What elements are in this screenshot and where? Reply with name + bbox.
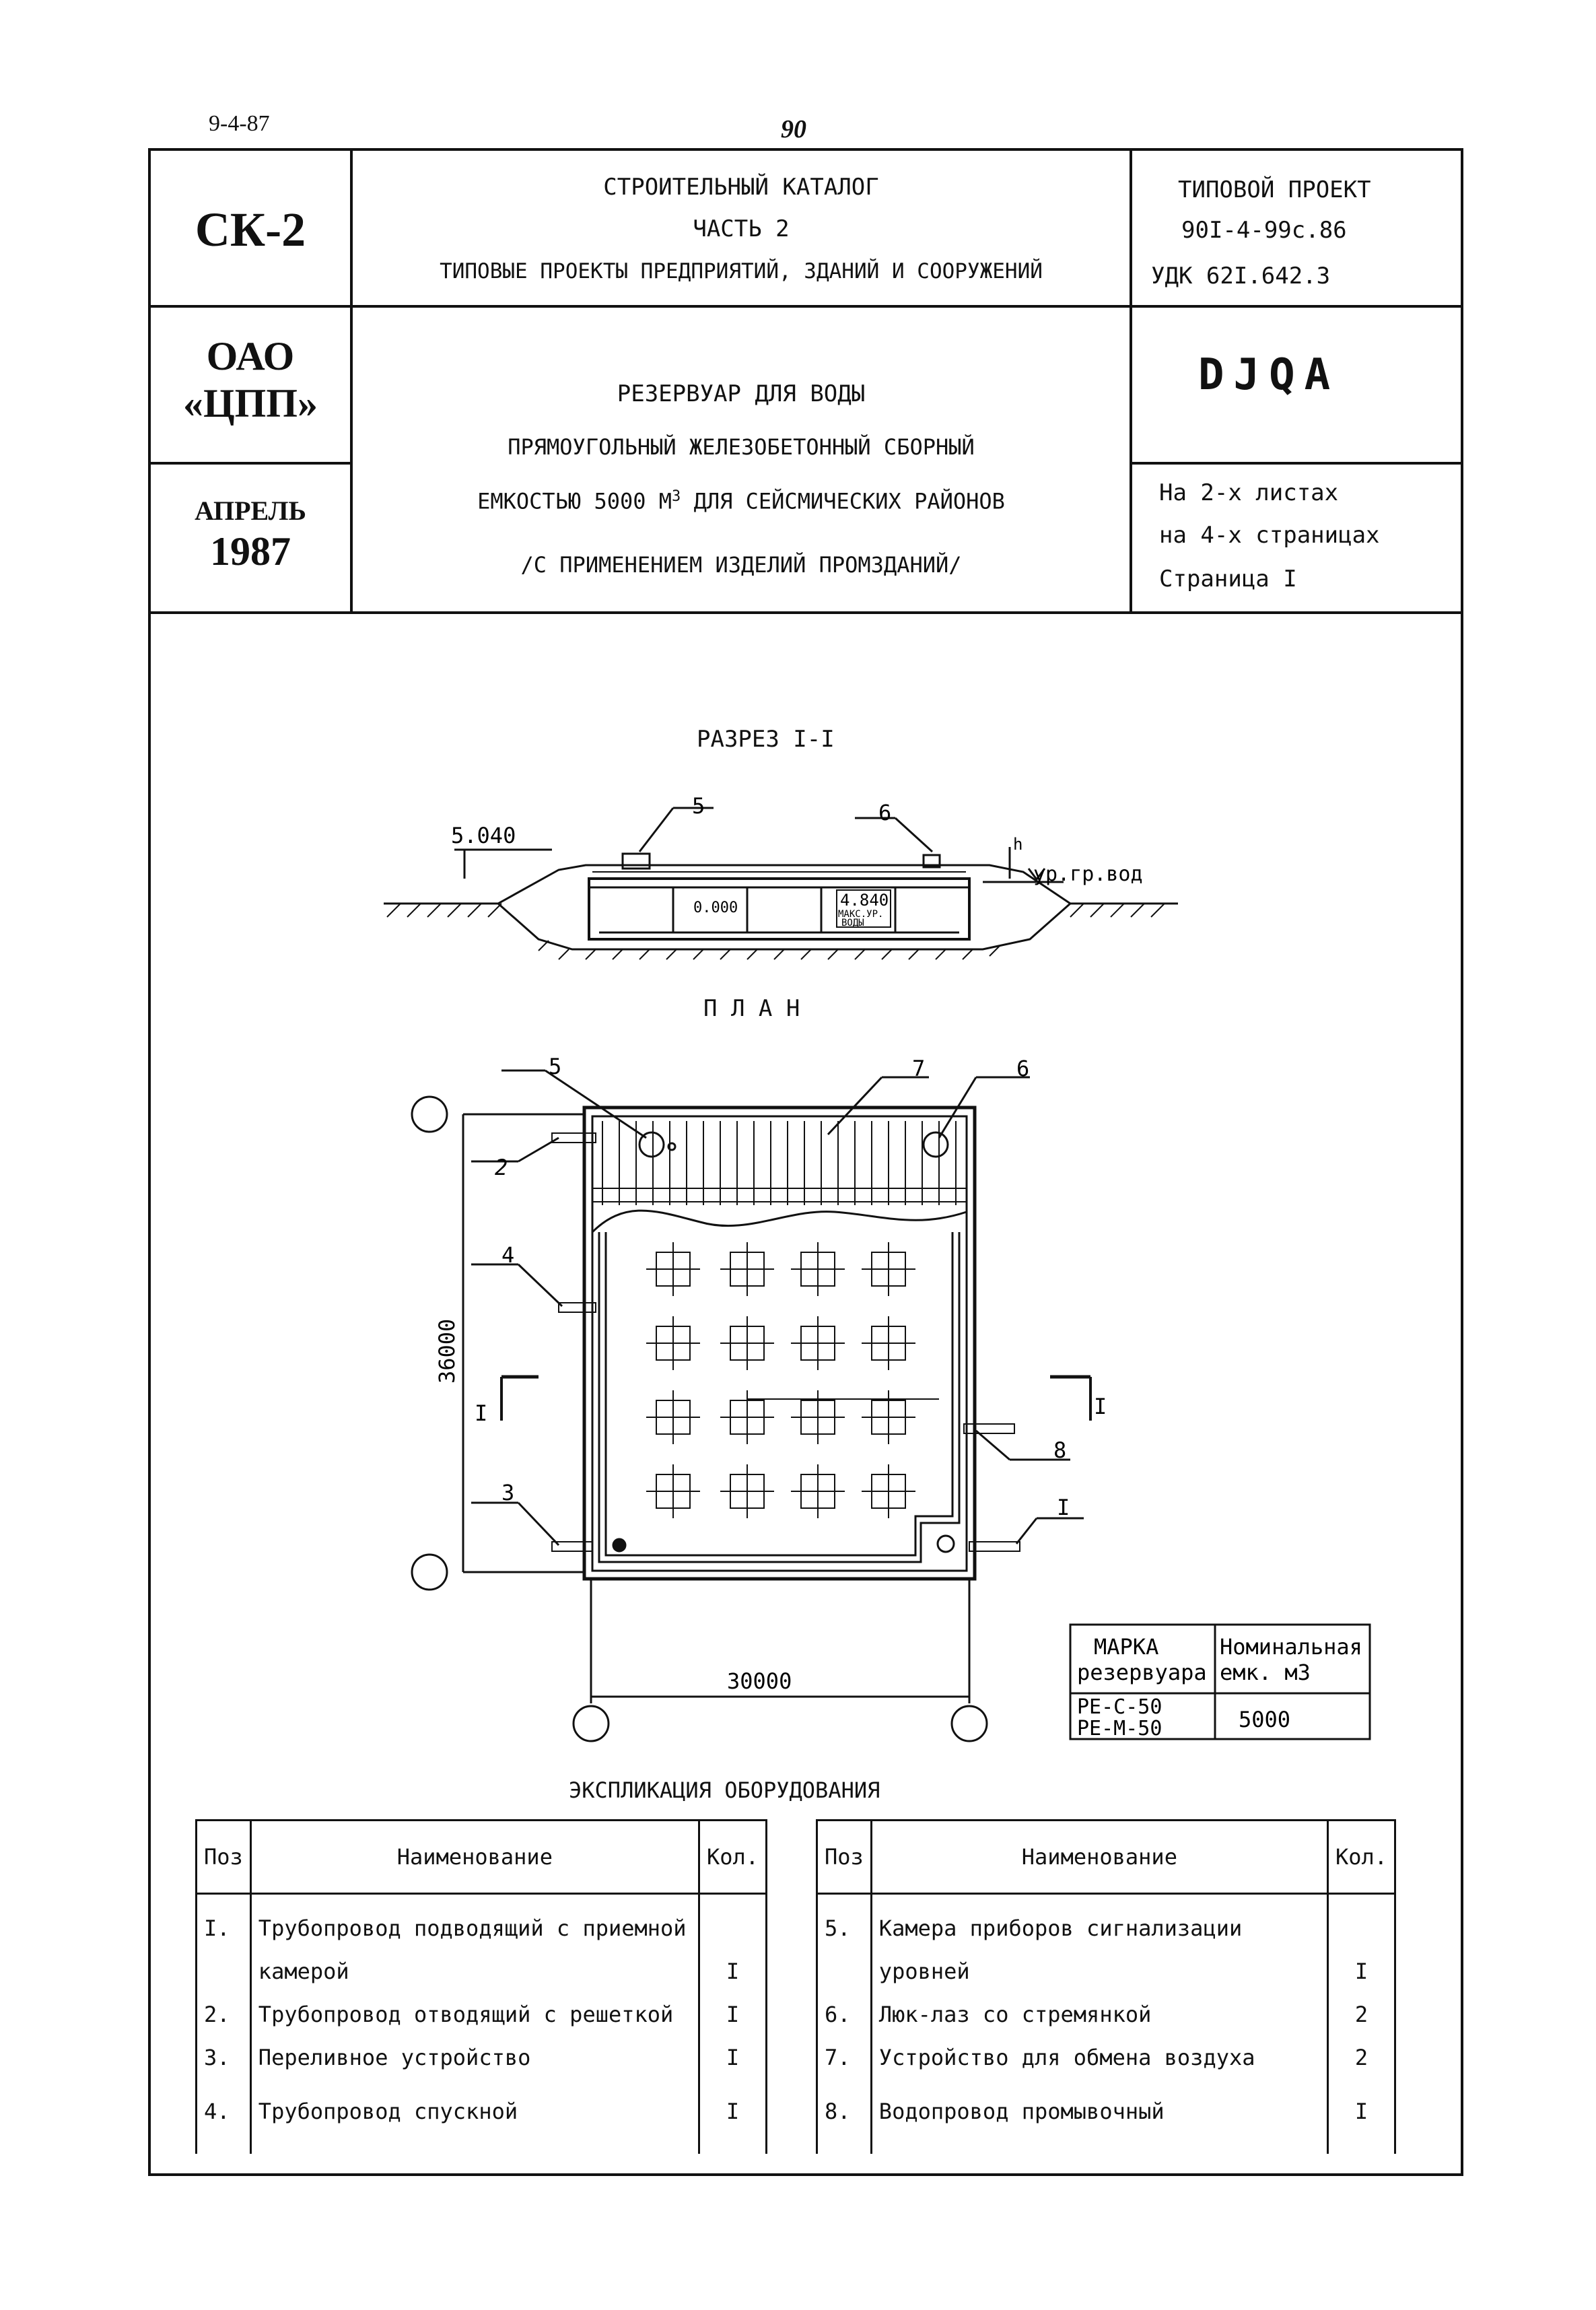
elev-max: 4.840 — [840, 891, 889, 910]
left-qty-4: I — [726, 2099, 740, 2124]
callout-3: 3 — [501, 1480, 514, 1505]
elev-max-note2: ВОДЫ — [841, 918, 864, 928]
callout-I-plan: I — [1057, 1495, 1070, 1520]
marks-row-col1-line2: РЕ-М-50 — [1077, 1717, 1162, 1740]
left-qty-3: I — [726, 2045, 740, 2070]
catalog-line3: ТИПОВЫЕ ПРОЕКТЫ ПРЕДПРИЯТИЙ, ЗДАНИЙ И СО… — [440, 259, 1043, 283]
right-name-5b: уровней — [878, 1959, 970, 1984]
page-number: 90 — [781, 115, 806, 143]
callout-8: 8 — [1053, 1437, 1066, 1463]
right-pos-8: 8. — [825, 2099, 851, 2124]
h-label: h — [1013, 835, 1022, 854]
callout-4: 4 — [501, 1242, 514, 1268]
object-name-line1: РЕЗЕРВУАР ДЛЯ ВОДЫ — [617, 380, 866, 407]
callout-5: 5 — [549, 1054, 561, 1079]
right-name-5a: Камера приборов сигнализации — [878, 1915, 1243, 1941]
left-qty-2: I — [726, 2002, 740, 2027]
right-name-column: Камера приборов сигнализации уровней Люк… — [870, 1893, 1329, 2154]
right-qty-5: I — [1354, 1959, 1368, 1984]
left-qty-column: I I I I — [697, 1893, 768, 2154]
stamp-code: DJQA — [1198, 350, 1340, 400]
marks-head-col2-line1: Номинальная — [1220, 1634, 1362, 1660]
right-pos-column: 5. 6. 7. 8. — [816, 1893, 872, 2154]
marks-head-col1-line2: резервуара — [1077, 1660, 1207, 1685]
left-name-4: Трубопровод спускной — [258, 2099, 518, 2124]
object-name-line3-b: ДЛЯ СЕЙСМИЧЕСКИХ РАЙОНОВ — [681, 488, 1005, 514]
head-pos-left: Поз — [195, 1819, 252, 1895]
org-line1: ОАО — [206, 334, 295, 378]
callout-6: 6 — [1016, 1056, 1029, 1081]
project-code: 90I-4-99с.86 — [1181, 217, 1347, 244]
callout-6-section: 6 — [878, 800, 891, 825]
head-pos-right: Поз — [816, 1819, 872, 1895]
left-name-2: Трубопровод отводящий с решеткой — [258, 2002, 674, 2027]
cubic-superscript: 3 — [672, 488, 681, 505]
right-pos-6: 6. — [825, 2002, 851, 2027]
catalog-line2: ЧАСТЬ 2 — [693, 215, 790, 242]
elev-zero: 0.000 — [693, 899, 738, 916]
elev-max-note1: МАКС.УР. — [838, 909, 883, 920]
head-name-right: Наименование — [870, 1819, 1329, 1895]
callout-5-section: 5 — [692, 793, 705, 819]
left-qty-1: I — [726, 1959, 740, 1984]
callout-7: 7 — [912, 1056, 925, 1081]
head-qty-right: Кол. — [1326, 1819, 1397, 1895]
callout-2: 2 — [495, 1155, 508, 1180]
explication-left-table: Поз Наименование Кол. I. 2. 3. 4. Трубоп… — [195, 1819, 768, 2154]
section-title: РАЗРЕЗ I-I — [697, 726, 835, 753]
left-pos-column: I. 2. 3. 4. — [195, 1893, 252, 2154]
marks-head-col2-line2: емк. м3 — [1220, 1660, 1311, 1685]
groundwater-label: ур.гр.вод — [1033, 862, 1143, 886]
right-pos-7: 7. — [825, 2045, 851, 2070]
marks-head-col1-line1: МАРКА — [1094, 1634, 1158, 1660]
right-pos-5: 5. — [825, 1915, 851, 1941]
head-qty-left: Кол. — [697, 1819, 768, 1895]
object-name-line3-a: ЕМКОСТЬЮ 5000 М — [477, 488, 672, 514]
object-name-line3: ЕМКОСТЬЮ 5000 М3 ДЛЯ СЕЙСМИЧЕСКИХ РАЙОНО… — [351, 488, 1131, 514]
catalog-line1: СТРОИТЕЛЬНЫЙ КАТАЛОГ — [603, 174, 879, 201]
right-qty-7: 2 — [1354, 2045, 1368, 2070]
sheets-line1: На 2-х листах — [1159, 479, 1339, 506]
sheets-line3: Страница I — [1159, 566, 1297, 592]
series-code: СК-2 — [195, 203, 306, 257]
drawing-code: 9-4-87 — [209, 111, 270, 136]
left-pos-2: 2. — [204, 2002, 230, 2027]
right-qty-column: I 2 2 I — [1326, 1893, 1397, 2154]
section-mark-left: I — [475, 1400, 487, 1426]
right-qty-6: 2 — [1354, 2002, 1368, 2027]
section-mark-right: I — [1094, 1394, 1107, 1419]
right-name-8: Водопровод промывочный — [878, 2099, 1165, 2124]
udk-code: УДК 62I.642.3 — [1151, 263, 1331, 290]
right-name-6: Люк-лаз со стремянкой — [878, 2002, 1152, 2027]
plan-title: П Л А Н — [703, 995, 800, 1022]
left-pos-3: 3. — [204, 2045, 230, 2070]
elev-top: 5.040 — [451, 823, 516, 848]
right-name-7: Устройство для обмена воздуха — [878, 2045, 1255, 2070]
dim-width: 30000 — [727, 1668, 792, 1694]
explication-title: ЭКСПЛИКАЦИЯ ОБОРУДОВАНИЯ — [569, 1777, 880, 1803]
left-name-3: Переливное устройство — [258, 2045, 531, 2070]
marks-row-col2: 5000 — [1239, 1707, 1290, 1732]
marks-row-col1-line1: РЕ-С-50 — [1077, 1695, 1162, 1719]
object-name-line2: ПРЯМОУГОЛЬНЫЙ ЖЕЛЕЗОБЕТОННЫЙ СБОРНЫЙ — [508, 434, 975, 460]
date-year: 1987 — [210, 529, 291, 574]
date-month: АПРЕЛЬ — [195, 496, 306, 526]
left-pos-4: 4. — [204, 2099, 230, 2124]
org-line2: «ЦПП» — [182, 381, 318, 426]
right-qty-8: I — [1354, 2099, 1368, 2124]
left-name-1a: Трубопровод подводящий с приемной — [258, 1915, 687, 1941]
object-name-line4: /С ПРИМЕНЕНИЕМ ИЗДЕЛИЙ ПРОМЗДАНИЙ/ — [520, 552, 962, 578]
sheets-line2: на 4-х страницах — [1159, 522, 1380, 549]
project-line1: ТИПОВОЙ ПРОЕКТ — [1178, 176, 1371, 203]
explication-right-table: Поз Наименование Кол. 5. 6. 7. 8. Камера… — [816, 1819, 1397, 2154]
dim-height: 36000 — [434, 1319, 460, 1384]
left-pos-1: I. — [204, 1915, 230, 1941]
left-name-column: Трубопровод подводящий с приемной камеро… — [249, 1893, 700, 2154]
head-name-left: Наименование — [249, 1819, 700, 1895]
left-name-1b: камерой — [258, 1959, 349, 1984]
